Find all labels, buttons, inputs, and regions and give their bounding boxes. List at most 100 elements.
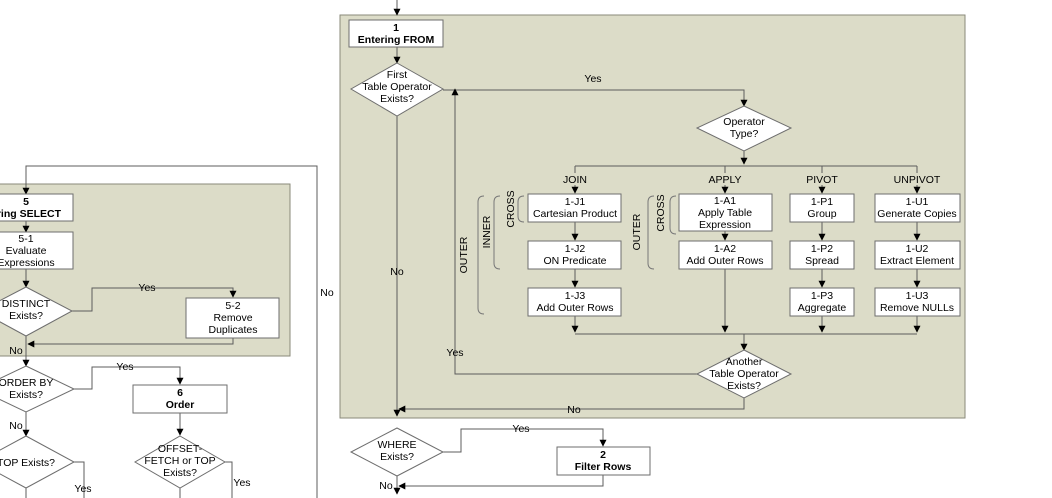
svg-text:Exists?: Exists? [727,380,761,392]
offset-fetch-decision: OFFSET- FETCH or TOP Exists? [134,435,226,489]
entering-select-box: 5 ering SELECT [0,193,74,222]
step-5-1: 5-1 Evaluate Expressions [0,231,74,270]
svg-text:Duplicates: Duplicates [208,324,257,336]
apply-cross-label: CROSS [655,194,667,231]
svg-text:Aggregate: Aggregate [798,302,847,314]
step-5-2: 5-2 Remove Duplicates [185,297,280,339]
svg-text:1-J3: 1-J3 [565,290,586,302]
svg-text:Entering FROM: Entering FROM [358,34,435,46]
svg-text:6: 6 [177,387,183,399]
svg-text:ORDER BY: ORDER BY [0,377,53,389]
pivot-label: PIVOT [806,174,838,186]
svg-text:Type?: Type? [730,128,759,140]
svg-text:1-A1: 1-A1 [714,195,736,207]
svg-text:ering SELECT: ering SELECT [0,208,62,220]
order-box: 6 Order [132,384,228,414]
svg-text:5: 5 [23,196,29,208]
svg-text:1-P3: 1-P3 [811,290,833,302]
svg-text:Extract Element: Extract Element [880,255,954,267]
select-connectors [22,165,318,498]
step-1-u3: 1-U3 Remove NULLs [874,287,961,317]
join-outer-label: OUTER [458,236,470,273]
svg-text:Operator: Operator [723,116,765,128]
svg-text:Remove NULLs: Remove NULLs [880,302,954,314]
svg-text:Generate Copies: Generate Copies [877,208,956,220]
svg-text:OFFSET-: OFFSET- [158,443,203,455]
svg-text:Exists?: Exists? [9,310,43,322]
svg-text:Table Operator: Table Operator [709,368,779,380]
distinct-decision: DISTINCT Exists? [0,286,74,337]
svg-text:1: 1 [393,22,399,34]
offset-yes-label: Yes [233,477,250,489]
svg-text:Exists?: Exists? [380,451,414,463]
step-1-j3: 1-J3 Add Outer Rows [527,287,622,317]
svg-text:5-1: 5-1 [18,233,33,245]
apply-label: APPLY [708,174,741,186]
from-connectors [393,0,921,495]
svg-text:Group: Group [807,208,836,220]
svg-text:Filter Rows: Filter Rows [575,461,632,473]
svg-text:Expression: Expression [699,219,751,231]
svg-text:Add Outer Rows: Add Outer Rows [536,302,613,314]
svg-text:WHERE: WHERE [377,439,416,451]
svg-text:Exists?: Exists? [163,467,197,479]
step-1-a2: 1-A2 Add Outer Rows [678,240,773,270]
where-decision: WHERE Exists? [349,427,445,477]
first-table-operator-decision: First Table Operator Exists? [349,62,445,117]
svg-text:Another: Another [726,356,763,368]
first-op-no-label: No [390,266,404,278]
svg-text:Spread: Spread [805,255,839,267]
from-phase-panel [339,14,966,419]
svg-text:1-J1: 1-J1 [565,196,586,208]
orderby-no-label: No [9,420,23,432]
distinct-yes-label: Yes [138,282,155,294]
join-cross-label: CROSS [505,190,517,227]
svg-text:Exists?: Exists? [9,389,43,401]
svg-text:1-J2: 1-J2 [565,243,586,255]
svg-text:Exists?: Exists? [380,93,414,105]
join-inner-label: INNER [481,215,493,248]
svg-text:Apply Table: Apply Table [698,207,752,219]
step-1-j2: 1-J2 ON Predicate [527,240,622,270]
svg-text:Order: Order [166,399,195,411]
first-op-yes-label: Yes [584,73,601,85]
svg-text:1-U2: 1-U2 [906,243,929,255]
step-1-u2: 1-U2 Extract Element [874,240,961,270]
join-label: JOIN [563,174,587,186]
step-1-p1: 1-P1 Group [789,193,855,223]
svg-text:Evaluate: Evaluate [6,245,47,257]
svg-text:DISTINCT: DISTINCT [2,298,51,310]
scope-braces [477,195,677,315]
step-1-p2: 1-P2 Spread [789,240,855,270]
orderby-yes-label: Yes [116,361,133,373]
unpivot-label: UNPIVOT [894,174,941,186]
step-1-u1: 1-U1 Generate Copies [874,193,961,223]
svg-text:1-P2: 1-P2 [811,243,833,255]
svg-text:1-U3: 1-U3 [906,290,929,302]
apply-outer-label: OUTER [631,213,643,250]
top-decision: TOP Exists? [0,435,76,489]
another-op-yes-label: Yes [446,347,463,359]
distinct-no-label: No [9,345,23,357]
svg-text:5-2: 5-2 [225,300,240,312]
where-no-label: No [379,480,393,492]
svg-text:ON Predicate: ON Predicate [543,255,606,267]
svg-text:Table Operator: Table Operator [362,81,432,93]
another-table-operator-decision: Another Table Operator Exists? [695,349,793,399]
where-yes-label: Yes [512,423,529,435]
svg-text:1-P1: 1-P1 [811,196,833,208]
filter-rows-box: 2 Filter Rows [556,446,651,476]
svg-text:2: 2 [600,449,606,461]
entering-from-box: 1 Entering FROM [348,19,444,48]
svg-text:TOP Exists?: TOP Exists? [0,457,55,469]
svg-text:FETCH or TOP: FETCH or TOP [144,455,215,467]
top-yes-label: Yes [74,483,91,495]
operator-type-decision: Operator Type? [695,105,793,152]
svg-text:1-A2: 1-A2 [714,243,736,255]
step-1-a1: 1-A1 Apply Table Expression [678,193,773,232]
loop-no-label: No [320,287,334,299]
svg-text:Add Outer Rows: Add Outer Rows [686,255,763,267]
svg-text:Cartesian Product: Cartesian Product [533,208,617,220]
svg-text:1-U1: 1-U1 [906,196,929,208]
order-by-decision: ORDER BY Exists? [0,365,76,413]
